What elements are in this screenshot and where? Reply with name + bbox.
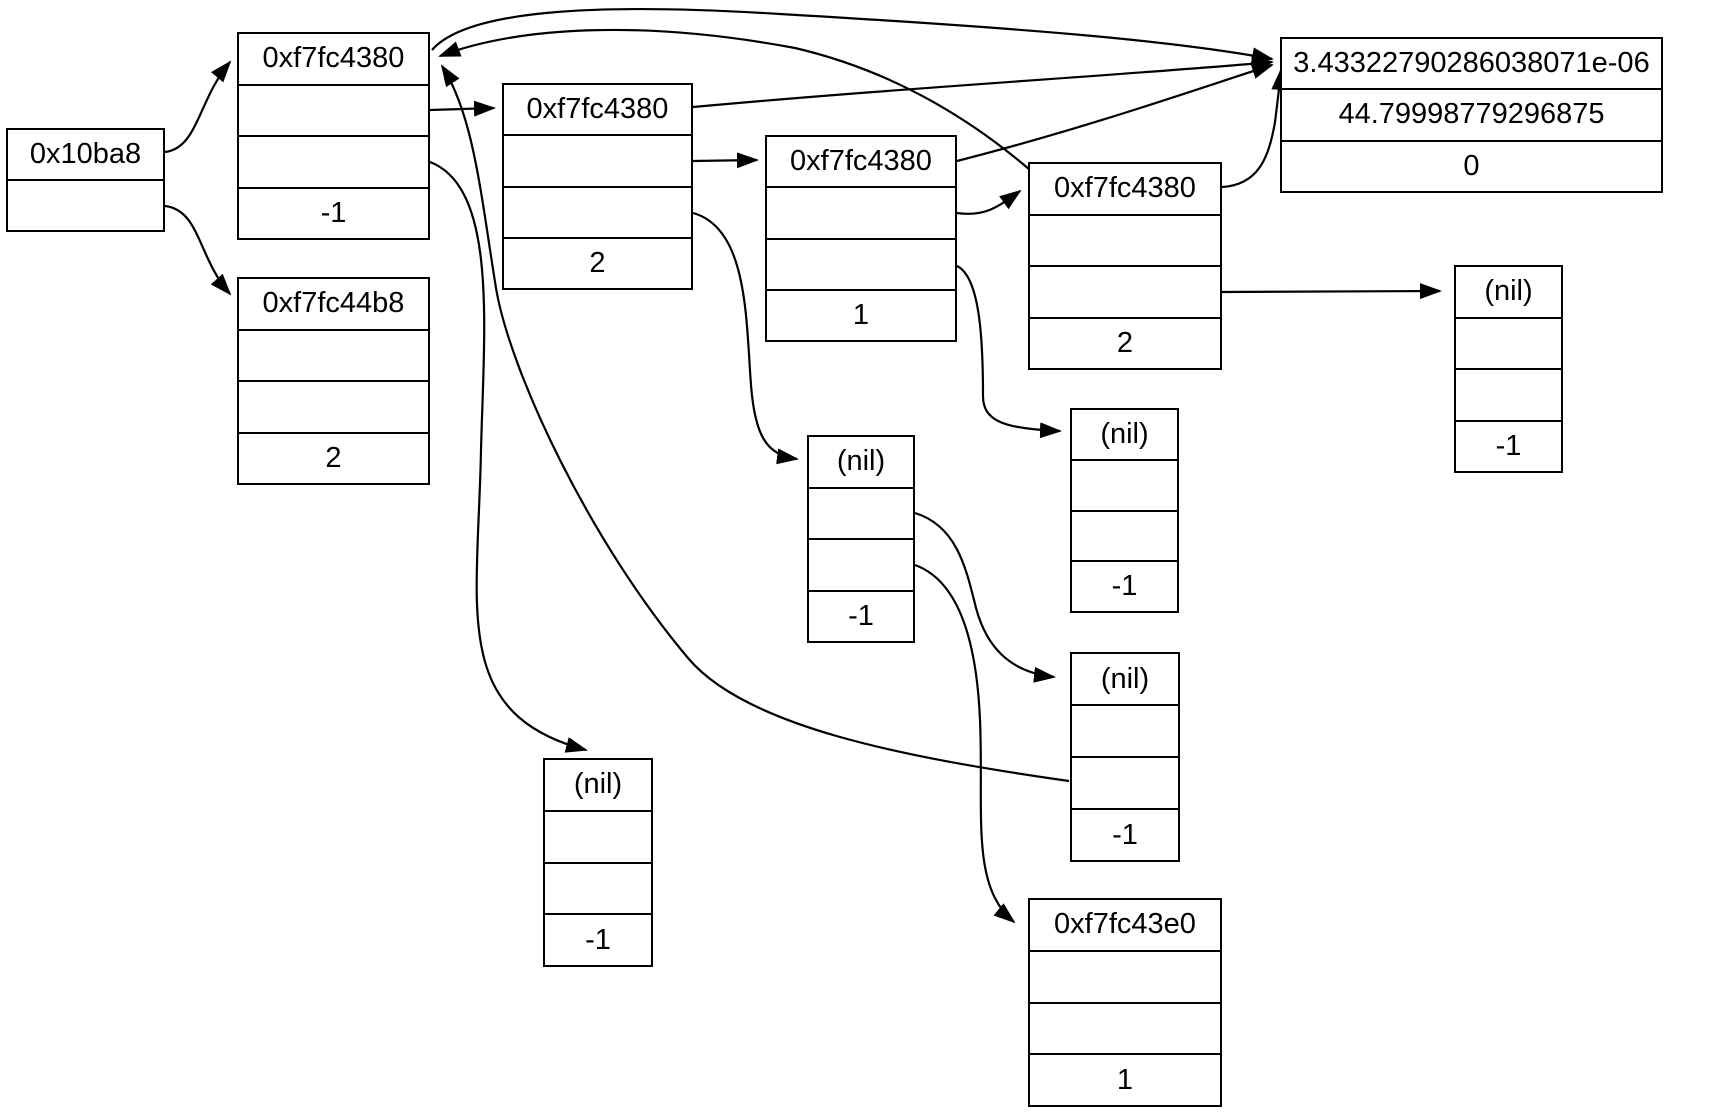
node-c: 0xf7fc4380 2 xyxy=(502,83,693,290)
node-g: (nil) -1 xyxy=(1454,265,1563,473)
pointer-cell xyxy=(767,237,955,289)
pointer-cell xyxy=(809,486,913,539)
edge-h-to-j xyxy=(914,511,1056,683)
pointer-cell xyxy=(1030,265,1220,317)
pointer-cell xyxy=(1072,704,1178,756)
pointer-cell xyxy=(767,186,955,237)
node-header-cell: 0xf7fc44b8 xyxy=(262,287,405,320)
node-l: 0xf7fc43e0 1 xyxy=(1028,898,1222,1107)
pointer-cell xyxy=(504,134,691,185)
node-e: 0xf7fc4380 2 xyxy=(1028,162,1222,370)
node-root: 0x10ba8 xyxy=(6,128,165,232)
pointer-cell xyxy=(8,179,163,230)
pointer-cell xyxy=(1030,1001,1220,1054)
edge-b-to-c xyxy=(429,100,496,117)
edge-e-to-g xyxy=(1221,283,1442,300)
value-cell: -1 xyxy=(1456,419,1561,472)
pointer-cell xyxy=(1456,368,1561,420)
node-header-cell: (nil) xyxy=(1484,275,1533,308)
edge-h-to-l xyxy=(914,563,1016,924)
pointer-cell xyxy=(1456,316,1561,369)
value-cell: 2 xyxy=(1030,316,1220,369)
pointer-cell xyxy=(239,83,428,136)
node-header-cell: 0xf7fc4380 xyxy=(790,145,932,178)
pointer-cell xyxy=(1072,756,1178,808)
node-m: 0xf7fc44b8 2 xyxy=(237,277,430,485)
pointer-cell xyxy=(504,185,691,237)
pointer-cell xyxy=(1072,509,1177,561)
edge-d-to-e xyxy=(956,189,1022,215)
node-f-values: 3.43322790286038071e-06 44.7999877929687… xyxy=(1280,37,1663,193)
value-cell: 0 xyxy=(1282,139,1661,191)
edge-c-to-f xyxy=(692,55,1274,109)
value-cell: -1 xyxy=(545,913,651,965)
edge-root-to-b xyxy=(164,60,232,154)
float-value-cell: 44.79998779296875 xyxy=(1282,88,1661,139)
pointer-cell xyxy=(239,380,428,432)
pointer-cell xyxy=(1030,949,1220,1002)
node-header-cell: 0x10ba8 xyxy=(29,138,142,170)
node-k: (nil) -1 xyxy=(543,758,653,967)
edge-b-to-f xyxy=(431,7,1274,64)
node-header-cell: (nil) xyxy=(836,445,886,478)
value-cell: 2 xyxy=(239,431,428,484)
edge-c-to-d xyxy=(692,152,759,169)
edge-d-to-f xyxy=(956,63,1274,163)
node-h: (nil) -1 xyxy=(807,435,915,643)
node-d: 0xf7fc4380 1 xyxy=(765,135,957,342)
node-header-cell: (nil) xyxy=(573,768,623,801)
node-j: (nil) -1 xyxy=(1070,652,1180,862)
value-cell: 2 xyxy=(504,236,691,288)
node-header-cell: 0xf7fc4380 xyxy=(526,93,669,126)
value-cell: -1 xyxy=(1072,808,1178,860)
pointer-cell xyxy=(809,538,913,590)
value-cell: -1 xyxy=(239,186,428,239)
node-header-cell: (nil) xyxy=(1100,417,1149,450)
pointer-cell xyxy=(545,809,651,862)
node-header-cell: (nil) xyxy=(1100,662,1150,695)
pointer-cell xyxy=(1072,458,1177,510)
node-i: (nil) -1 xyxy=(1070,408,1179,613)
value-cell: 1 xyxy=(1030,1053,1220,1105)
pointer-cell xyxy=(239,328,428,381)
edge-e-to-f xyxy=(1221,68,1288,189)
node-b: 0xf7fc4380 -1 xyxy=(237,32,430,240)
pointer-cell xyxy=(239,135,428,187)
pointer-cell xyxy=(1030,213,1220,266)
edge-root-to-m xyxy=(164,204,232,296)
pointer-cell xyxy=(545,861,651,914)
value-cell: 1 xyxy=(767,288,955,340)
value-cell: -1 xyxy=(809,589,913,642)
node-header-cell: 0xf7fc4380 xyxy=(1054,172,1196,205)
value-cell: -1 xyxy=(1072,560,1177,611)
node-header-cell: 0xf7fc4380 xyxy=(262,42,405,75)
node-header-cell: 0xf7fc43e0 xyxy=(1054,908,1196,941)
float-value-cell: 3.43322790286038071e-06 xyxy=(1293,47,1650,80)
